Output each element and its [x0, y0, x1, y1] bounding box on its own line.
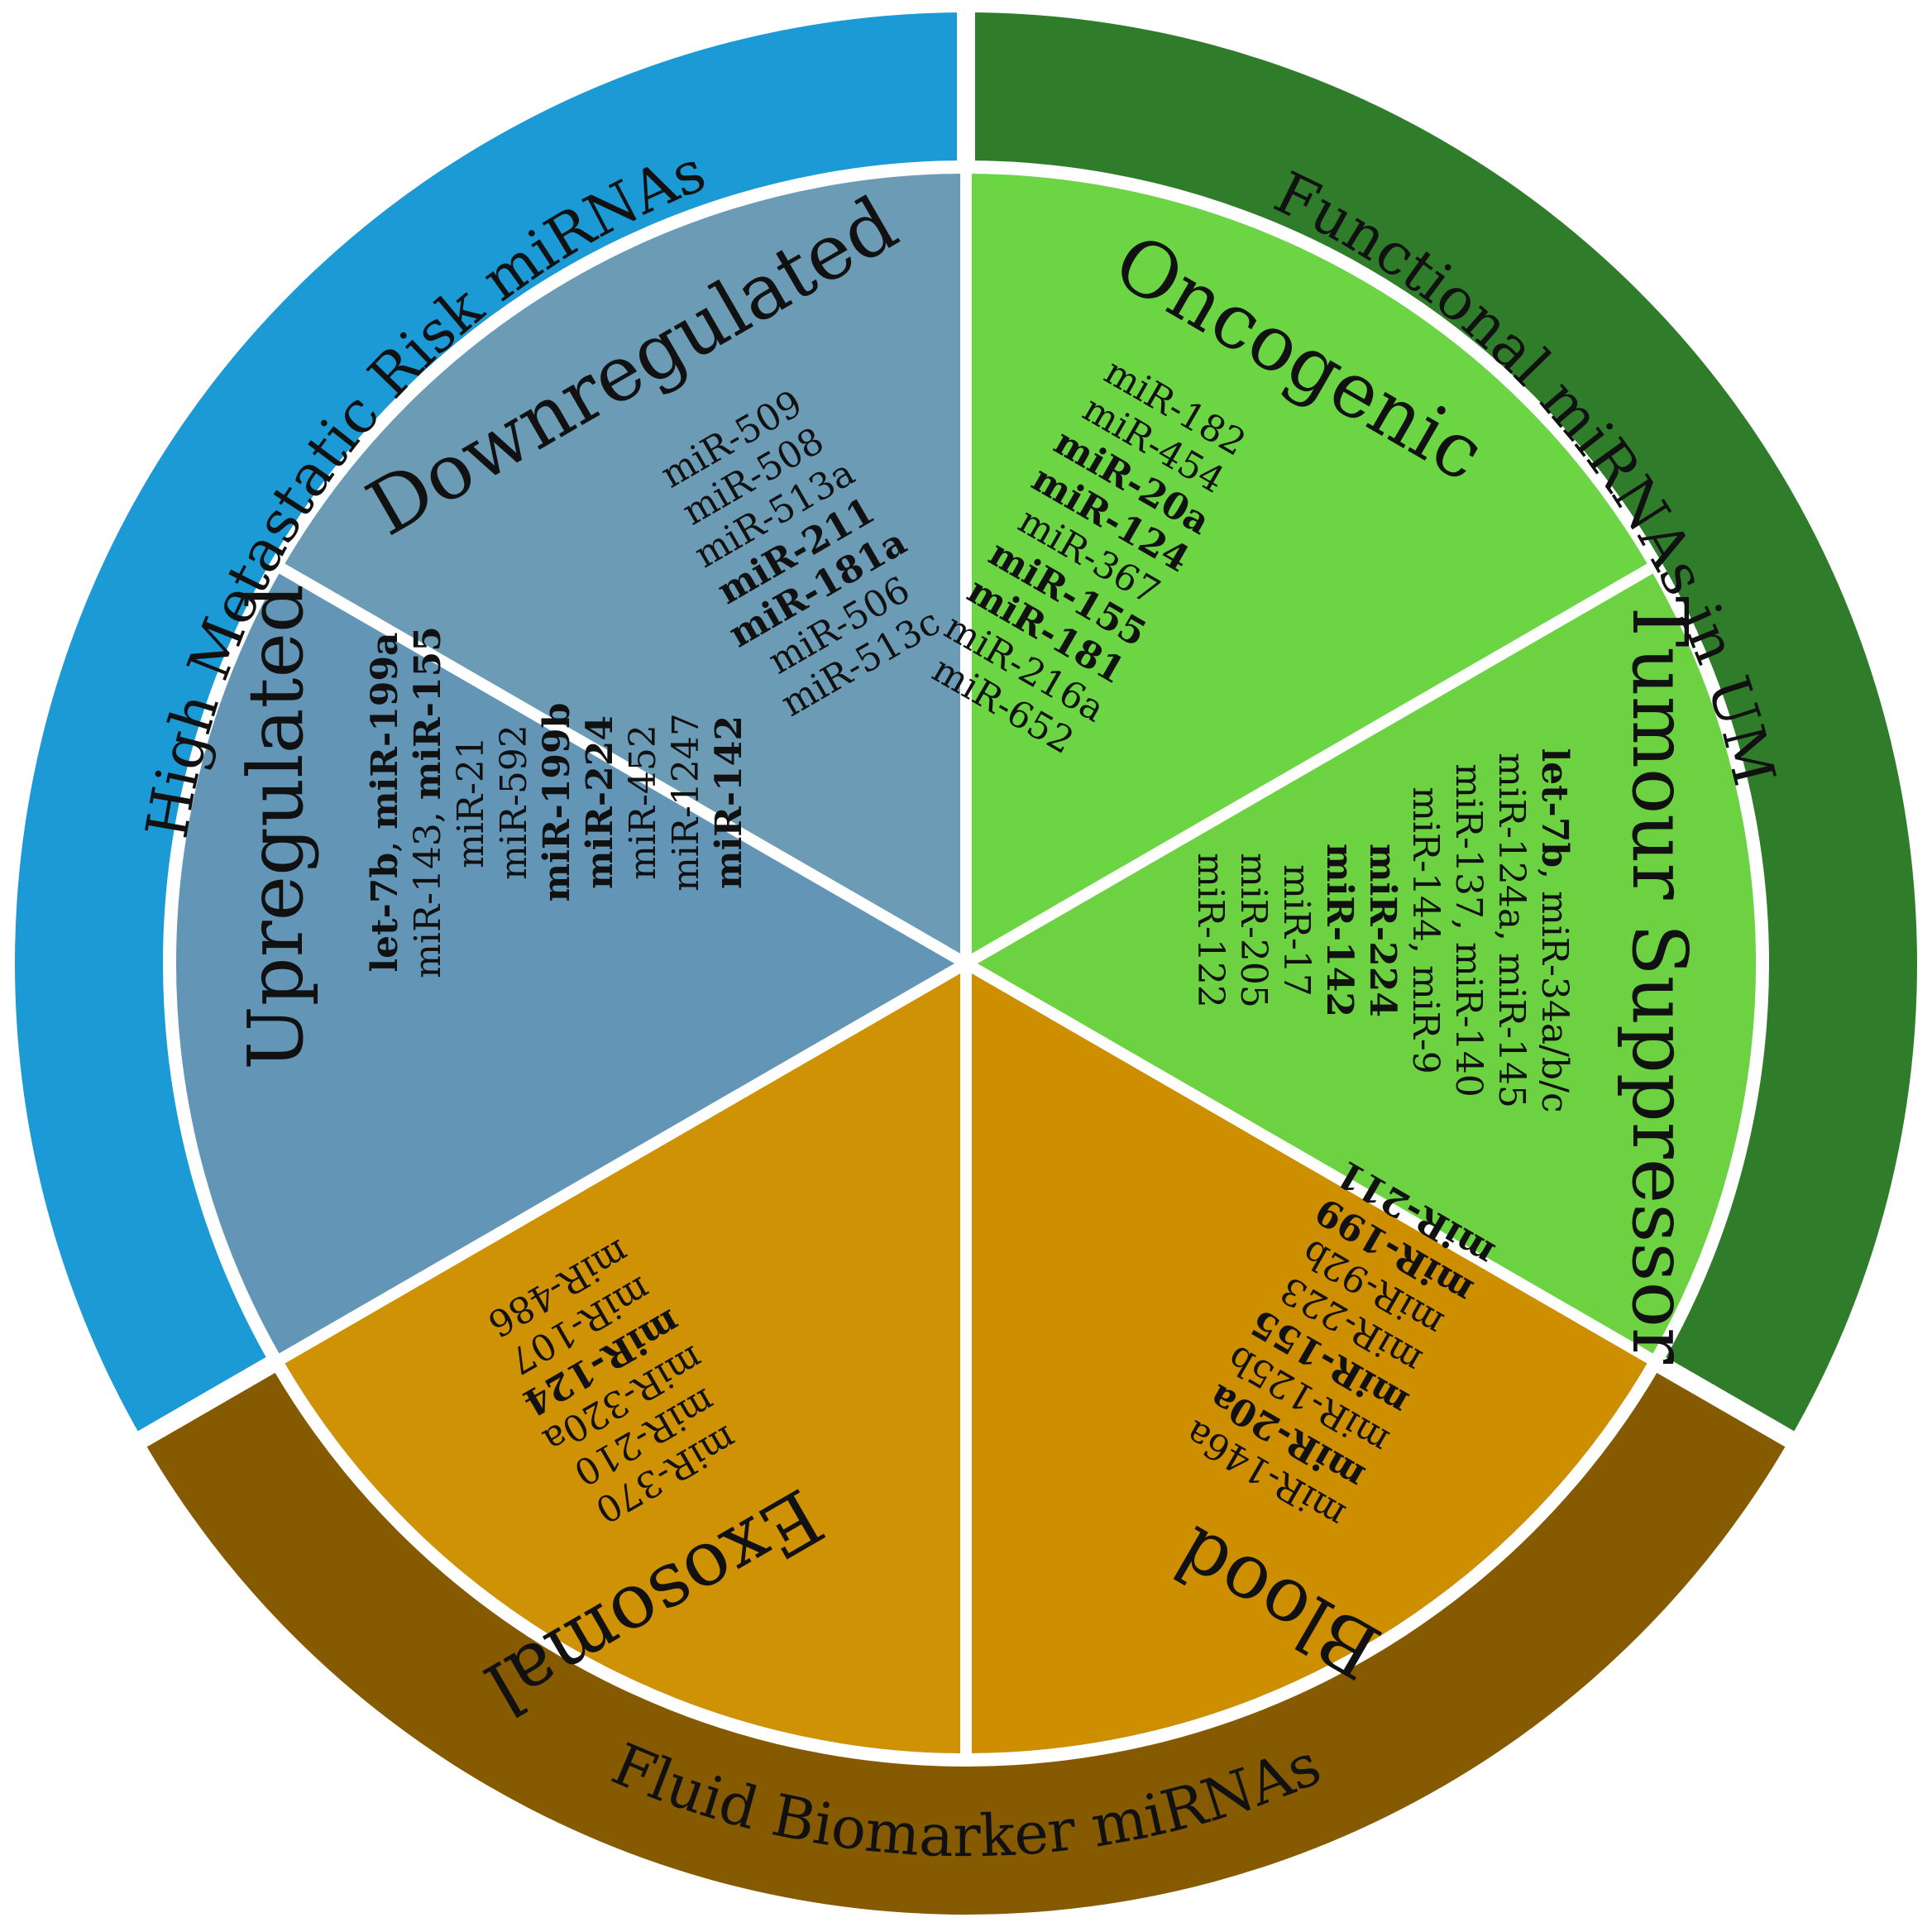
- mirna-item: miR-224: [1361, 844, 1404, 1017]
- divider-spoke: [963, 958, 1661, 1368]
- mirna-item: miR-144, miR-9: [1404, 787, 1447, 1074]
- title-tumour-suppressor: Tumour Suppressor: [1615, 596, 1704, 1364]
- mirna-item: miR-1247: [665, 713, 707, 892]
- list-tumour-suppressor: let-7b, miR-34a/b/c miR-124a, miR-145 mi…: [1189, 748, 1576, 1112]
- mirna-item: miR-224: [579, 715, 621, 889]
- mirna-item: miR-137, miR-140: [1447, 763, 1490, 1097]
- mirna-item: let-7b, miR-199a: [364, 632, 406, 972]
- mirna-item: miR-142: [1318, 844, 1361, 1017]
- mirna-item: miR-452: [622, 724, 664, 880]
- divider-spoke: [963, 559, 1661, 969]
- sector-upregulated: [175, 568, 966, 1359]
- divider-ring-separator: [134, 1350, 287, 1450]
- divider-spoke: [271, 958, 969, 1368]
- group-tumour-suppressor: Tumour Suppressor let-7b, miR-34a/b/c mi…: [1189, 596, 1704, 1364]
- mirna-item: miR-199b: [536, 703, 578, 902]
- mirna-item: miR-21: [450, 736, 492, 868]
- sector-tumour-suppressor: [966, 568, 1756, 1359]
- mirna-item: miR-17: [1275, 864, 1317, 997]
- sector-blood: [966, 964, 1651, 1753]
- inner-sectors: [175, 174, 1756, 1753]
- list-downregulated: miR-509 miR-508 miR-513a miR-211 miR-181…: [654, 382, 948, 724]
- mirna-item: miR-142: [708, 715, 750, 889]
- title-upregulated: Upregulated: [232, 584, 320, 1070]
- dividers: [134, 8, 1798, 1767]
- sector-oncogenic: [966, 174, 1651, 964]
- divider-ring-separator: [1645, 1350, 1798, 1450]
- mirna-item: miR-205: [1232, 853, 1274, 1008]
- sector-downregulated: [281, 174, 966, 964]
- group-upregulated: Upregulated let-7b, miR-199a miR-143, mi…: [232, 584, 750, 1070]
- divider-spoke: [271, 559, 969, 969]
- mirna-item: miR-143, miR-155: [407, 626, 449, 978]
- mirna-item: miR-124a, miR-145: [1490, 753, 1533, 1108]
- mirna-item: let-7b, miR-34a/b/c: [1533, 748, 1576, 1112]
- list-upregulated: let-7b, miR-199a miR-143, miR-155 miR-21…: [364, 626, 750, 978]
- mirna-item: miR-122: [1189, 853, 1231, 1008]
- mirna-item: miR-592: [493, 724, 535, 880]
- sector-exosomal: [281, 964, 966, 1753]
